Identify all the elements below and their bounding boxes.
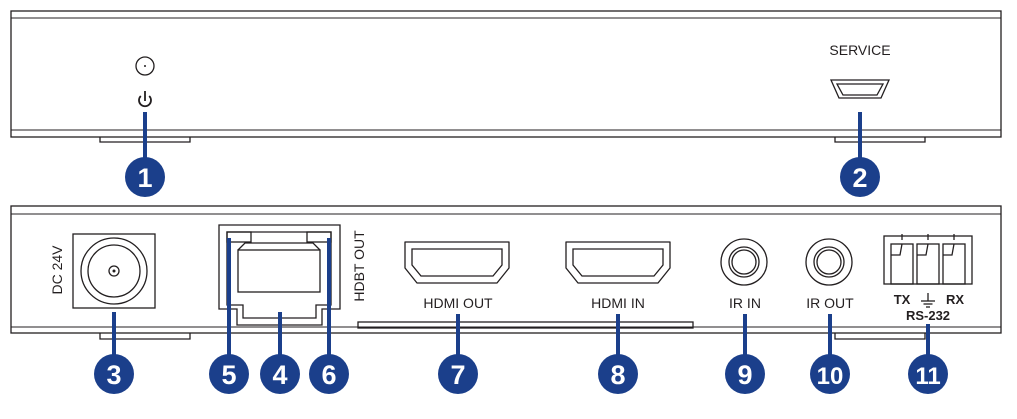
dc-jack <box>80 237 148 305</box>
callout-5: 5 <box>209 238 249 394</box>
service-port <box>829 79 891 99</box>
callout-7: 7 <box>438 314 478 394</box>
hdbt-port <box>218 224 341 326</box>
power-icon <box>138 91 152 108</box>
hdbt-label: HDBT OUT <box>351 230 367 302</box>
ir-out-jack <box>805 238 853 286</box>
hdbt-led-right <box>306 231 332 243</box>
ir-in-jack <box>720 238 768 286</box>
hdmi-out-label: HDMI OUT <box>423 295 493 311</box>
callout-10: 10 <box>810 314 850 394</box>
dc-jack-housing <box>72 233 156 309</box>
power-led <box>135 56 155 76</box>
front-foot-right <box>834 137 926 143</box>
service-port-inner <box>835 83 885 96</box>
dc-label: DC 24V <box>49 245 65 295</box>
rear-panel <box>10 205 1002 340</box>
rear-slot <box>357 321 694 329</box>
hdmi-in-port <box>565 241 671 284</box>
callout-3: 3 <box>94 312 134 394</box>
front-panel <box>10 10 1002 143</box>
service-label: SERVICE <box>829 42 890 58</box>
ir-out-label: IR OUT <box>806 295 854 311</box>
callout-8-number: 8 <box>610 360 625 390</box>
rs232-terminal <box>883 234 973 285</box>
callout-7-number: 7 <box>450 360 465 390</box>
callout-10-number: 10 <box>817 363 844 390</box>
ground-icon <box>921 293 935 308</box>
callout-9: 9 <box>725 314 765 394</box>
callout-4-number: 4 <box>272 360 287 390</box>
rear-foot-left <box>99 333 191 340</box>
ir-in-label: IR IN <box>729 295 761 311</box>
callout-6: 6 <box>309 238 349 394</box>
hdbt-led-left <box>226 231 252 243</box>
callout-11: 11 <box>908 324 948 394</box>
callout-8: 8 <box>598 314 638 394</box>
callout-1-number: 1 <box>137 163 152 193</box>
hdmi-out-port <box>404 241 510 284</box>
callout-6-number: 6 <box>321 360 336 390</box>
callout-11-number: 11 <box>915 363 940 390</box>
callout-1: 1 <box>125 112 165 197</box>
tx-label: TX <box>894 292 911 307</box>
hdmi-in-label: HDMI IN <box>591 295 645 311</box>
callout-5-number: 5 <box>221 360 236 390</box>
callout-4: 4 <box>260 312 300 394</box>
callout-2-number: 2 <box>852 163 867 193</box>
callout-9-number: 9 <box>737 360 752 390</box>
callout-3-number: 3 <box>106 360 121 390</box>
callout-2: 2 <box>840 112 880 197</box>
rs232-label: RS-232 <box>906 308 950 323</box>
rx-label: RX <box>946 292 964 307</box>
rear-foot-right <box>834 333 926 340</box>
